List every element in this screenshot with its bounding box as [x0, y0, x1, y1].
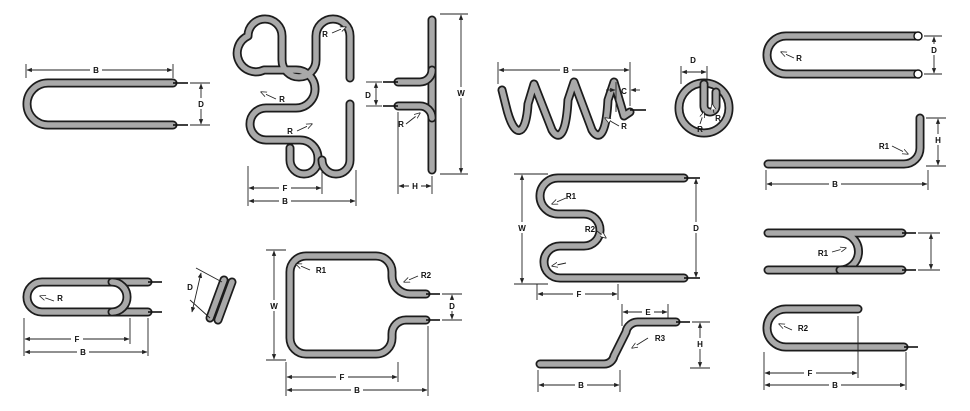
inner-width-label: F	[283, 184, 288, 193]
diameter-label: D	[690, 56, 696, 65]
height-label: H	[697, 340, 703, 349]
height-label: W	[270, 302, 278, 311]
spacing-dimension	[190, 272, 203, 313]
tube	[22, 277, 153, 317]
radius-label: R1	[818, 249, 829, 258]
tube	[763, 113, 925, 169]
radius-label-mid: R	[279, 95, 285, 104]
tube	[22, 78, 178, 130]
hairpin-top-view-element: D R	[762, 31, 942, 79]
bracket-tube	[393, 15, 437, 175]
spacing-label: D	[931, 46, 937, 55]
radius-label-corner: R1	[316, 266, 327, 275]
spacing-label: D	[365, 91, 371, 100]
tube	[762, 304, 909, 352]
radius-label-bracket: R	[398, 120, 404, 129]
serpentine-element: R1 R2 W D F	[514, 173, 702, 300]
width-label: B	[93, 66, 99, 75]
tube	[232, 14, 355, 179]
offset-label: E	[645, 308, 651, 317]
spacing-label: D	[198, 100, 204, 109]
tube	[762, 31, 923, 79]
radius-label-right: R	[715, 114, 721, 123]
tube	[205, 275, 237, 325]
width-label: B	[282, 197, 288, 206]
inner-width-label: F	[808, 369, 813, 378]
radius-label-low: R	[287, 127, 293, 136]
offset-step-element: E R3 H B	[535, 304, 710, 392]
pitch-label: C	[621, 87, 627, 96]
radius-label: R	[796, 54, 802, 63]
twisted-loop-element: D	[187, 267, 237, 325]
length-label: B	[563, 66, 569, 75]
tube	[763, 228, 907, 275]
radius-label: R2	[798, 324, 809, 333]
height-label: W	[518, 224, 526, 233]
spacing-label: D	[449, 302, 455, 311]
tube	[535, 173, 689, 283]
radius-label-left: R	[697, 125, 703, 134]
tube	[285, 251, 431, 359]
helix-coil-element: B C R	[497, 62, 646, 140]
spacing-label: D	[187, 283, 193, 292]
tight-hairpin-element: R1	[763, 228, 940, 275]
terminal-end	[913, 31, 923, 41]
tube	[535, 317, 681, 369]
terminal-end	[913, 69, 923, 79]
radius-label: R3	[655, 334, 666, 343]
inner-width-label: F	[340, 373, 345, 382]
width-label: B	[354, 386, 360, 395]
rectangular-loop-element: R1 R2 W D F B	[266, 249, 462, 396]
height-label: H	[935, 136, 941, 145]
ring-tube	[674, 78, 734, 138]
radius-label-top: R1	[566, 192, 577, 201]
unequal-hairpin-element: R2 F B	[762, 304, 918, 390]
radius-label-mid: R2	[585, 225, 596, 234]
width-label: B	[832, 180, 838, 189]
triple-bend-bracket-element: R R R D W R H F B	[232, 13, 468, 206]
width-label: B	[578, 381, 584, 390]
radius-label: R	[621, 122, 627, 131]
radius-label: R1	[879, 142, 890, 151]
offset-label: H	[412, 182, 418, 191]
long-hairpin-element: R F B	[22, 277, 162, 357]
l-bend-element: H R1 B	[763, 113, 946, 190]
radius-label-top: R	[322, 30, 328, 39]
width-label: B	[832, 381, 838, 390]
width-label: B	[80, 348, 86, 357]
radius-label-offset: R2	[421, 271, 432, 280]
inner-width-label: F	[577, 290, 582, 299]
ring-element: D R R	[674, 56, 734, 138]
depth-label: D	[693, 224, 699, 233]
radius-label: R	[57, 294, 63, 303]
coil-tube	[497, 77, 635, 140]
height-label: W	[457, 89, 465, 98]
hairpin-element: B D	[22, 64, 210, 130]
inner-width-label: F	[75, 335, 80, 344]
